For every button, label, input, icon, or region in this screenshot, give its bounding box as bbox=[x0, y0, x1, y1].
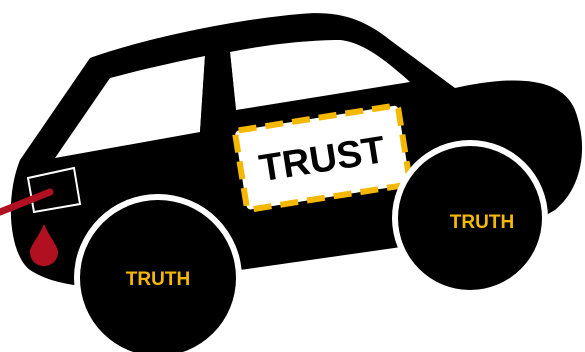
front-wheel-label: TRUTH bbox=[450, 212, 514, 233]
rear-wheel-label: TRUTH bbox=[126, 269, 190, 290]
front-wheel: TRUTH bbox=[392, 140, 548, 296]
